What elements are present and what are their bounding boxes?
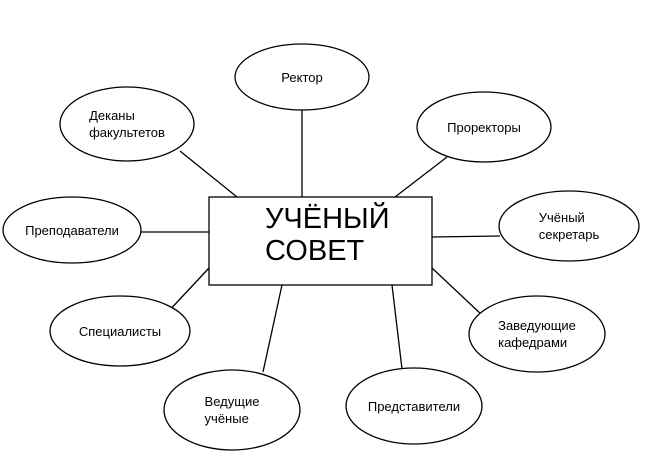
- node-scientists: Ведущие учёные: [164, 370, 300, 450]
- node-prorectors: Проректоры: [417, 92, 551, 162]
- ellipse-secretary: [498, 190, 640, 262]
- ellipse-prorectors: [416, 91, 552, 163]
- node-rector: Ректор: [235, 44, 369, 110]
- node-secretary: Учёный секретарь: [499, 191, 639, 261]
- node-label: Специалисты: [78, 323, 162, 339]
- center-title: УЧЁНЫЙ СОВЕТ: [265, 203, 390, 267]
- connector-scientists: [262, 284, 283, 373]
- connector-representatives: [391, 284, 403, 370]
- node-label: Деканы: [89, 108, 135, 123]
- connector-secretary: [431, 235, 501, 238]
- ellipse-rector: [234, 43, 370, 111]
- ellipse-teachers: [2, 196, 142, 264]
- node-heads: Заведующие кафедрами: [469, 296, 605, 372]
- node-label: учёные: [204, 411, 249, 426]
- node-label: кафедрами: [498, 335, 568, 350]
- node-label: Учёный: [538, 210, 585, 225]
- center-title-line1: УЧЁНЫЙ: [265, 203, 390, 235]
- node-label: Преподаватели: [25, 222, 119, 238]
- connector-prorectors: [394, 156, 448, 198]
- node-label: Заведующие: [498, 318, 576, 333]
- node-label: Ведущие: [204, 394, 260, 409]
- center-box: [208, 196, 433, 286]
- ellipse-representatives: [345, 367, 483, 445]
- ellipse-heads: [468, 295, 606, 373]
- node-label: секретарь: [538, 227, 600, 242]
- node-representatives: Представители: [346, 368, 482, 444]
- ellipse-specialists: [49, 295, 191, 367]
- connector-heads: [431, 267, 484, 317]
- center-title-line2: СОВЕТ: [265, 235, 365, 267]
- node-label: Ректор: [281, 69, 323, 85]
- ellipse-deans: [59, 86, 195, 162]
- node-deans: Деканы факультетов: [60, 87, 194, 161]
- node-specialists: Специалисты: [50, 296, 190, 366]
- node-teachers: Преподаватели: [3, 197, 141, 263]
- connector-specialists: [165, 267, 210, 315]
- connector-deans: [179, 150, 238, 198]
- node-label: Представители: [367, 398, 461, 414]
- node-label: факультетов: [89, 125, 165, 140]
- node-label: Проректоры: [447, 119, 521, 135]
- ellipse-scientists: [163, 369, 301, 451]
